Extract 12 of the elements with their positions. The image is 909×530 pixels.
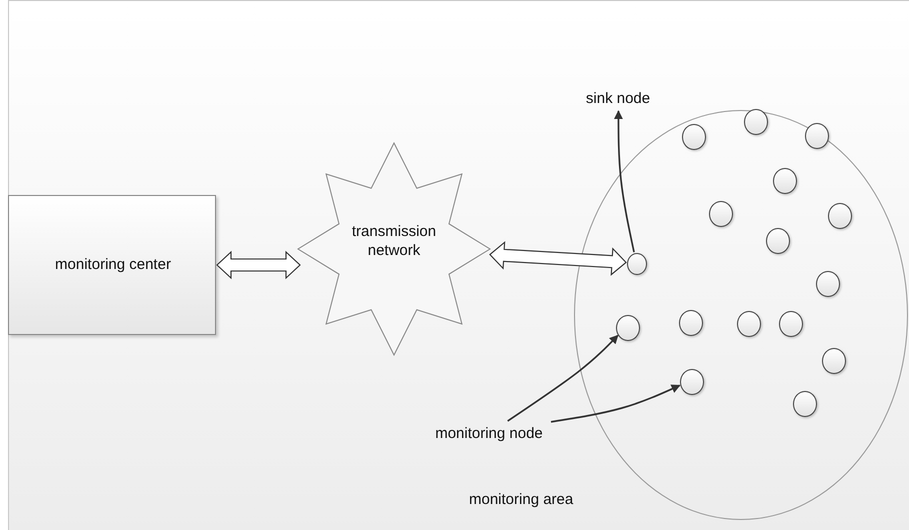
process-box [8,195,216,335]
node-label: monitoring node [428,422,550,446]
leader-arrow [507,334,618,422]
leader-arrow [550,384,681,423]
node-text: transmission network [350,223,438,260]
leader-arrow [614,110,635,252]
area-caption: monitoring area [469,491,574,510]
double-block-arrow [489,241,627,276]
network-star [298,143,490,355]
double-block-arrow [216,250,301,280]
node-label: sink node [581,88,655,110]
node-text: monitoring center [54,256,172,275]
